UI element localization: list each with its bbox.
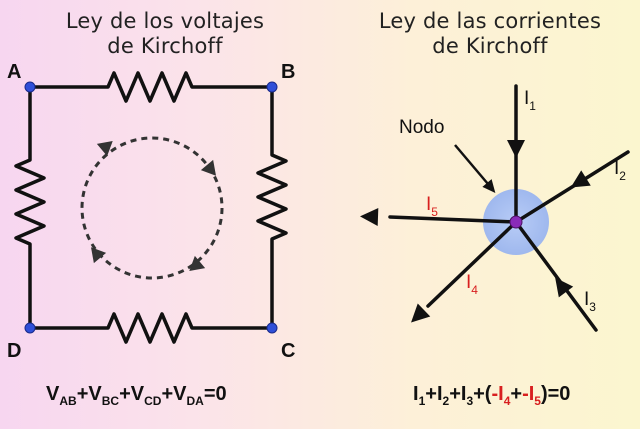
arrow-i2 xyxy=(570,170,591,188)
node-center xyxy=(509,215,523,229)
circuit-terminals xyxy=(24,81,278,334)
terminal-d xyxy=(24,322,36,334)
current-law-title-line2: de Kirchoff xyxy=(432,34,548,58)
corner-label-b: B xyxy=(281,61,296,83)
terminal-a xyxy=(24,81,36,93)
loop-circuit xyxy=(14,71,288,344)
corner-label-a: A xyxy=(7,61,22,83)
voltage-law-title-line2: de Kirchoff xyxy=(107,34,223,58)
current-label-i3: I3 xyxy=(584,289,596,314)
loop-arrow-3 xyxy=(91,247,107,264)
node-diagram xyxy=(360,84,630,332)
current-label-i1: I1 xyxy=(524,88,536,113)
resistor-bottom xyxy=(28,312,274,344)
voltage-law-title-line1: Ley de los voltajes xyxy=(65,9,265,33)
branch-i3 xyxy=(514,220,598,332)
node-pointer-arrow xyxy=(482,179,496,193)
current-label-i4: I4 xyxy=(466,272,478,297)
arrow-i5 xyxy=(360,208,379,226)
node-label: Nodo xyxy=(399,117,445,138)
loop-arrow-4 xyxy=(96,141,113,157)
current-law-title-line1: Ley de las corrientes xyxy=(378,9,602,33)
branch-i5 xyxy=(388,215,518,224)
arrow-i1 xyxy=(507,140,525,158)
resistor-left xyxy=(14,85,46,330)
loop-direction-icon xyxy=(80,136,224,280)
current-label-i5: I5 xyxy=(426,194,438,219)
current-law-equation: I1+I2+I3+(-I4+-I5)=0 xyxy=(413,383,571,408)
corner-label-c: C xyxy=(281,340,296,362)
node-pointer-line xyxy=(454,144,489,185)
current-law-title: Ley de las corrientes de Kirchoff xyxy=(370,9,610,59)
terminal-c xyxy=(266,322,278,334)
loop-arrow-1 xyxy=(200,159,216,176)
branch-i4 xyxy=(426,220,518,308)
voltage-law-equation: VAB+VBC+VCD+VDA=0 xyxy=(46,383,227,408)
resistor-top xyxy=(28,71,274,103)
voltage-law-title: Ley de los voltajes de Kirchoff xyxy=(30,9,300,59)
resistor-right xyxy=(256,85,288,330)
arrow-i4 xyxy=(411,303,431,323)
current-label-i2: I2 xyxy=(614,158,626,183)
arrow-i3 xyxy=(555,277,574,298)
loop-arrow-2 xyxy=(189,255,206,271)
terminal-b xyxy=(266,81,278,93)
corner-label-d: D xyxy=(7,340,22,362)
